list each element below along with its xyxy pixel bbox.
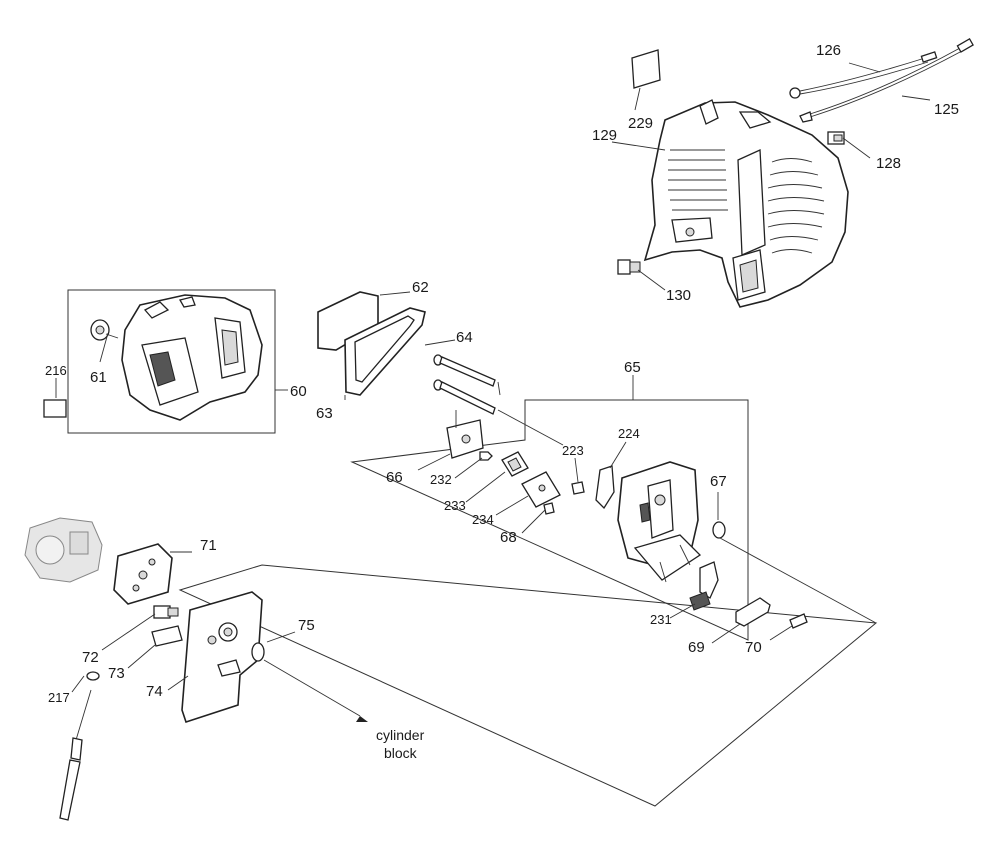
callout-66: 66 — [386, 469, 403, 486]
part-233-block — [501, 451, 529, 477]
wires — [789, 38, 974, 123]
note-line-1: cylinder — [376, 727, 425, 743]
callout-217: 217 — [48, 690, 70, 705]
callout-73: 73 — [108, 665, 125, 682]
callout-65: 65 — [624, 359, 641, 376]
part-70-screw — [789, 613, 808, 629]
part-69-pipe — [735, 597, 771, 627]
part-224-lever — [595, 465, 615, 510]
air-cleaner-assembly-frame — [350, 399, 749, 641]
callout-69: 69 — [688, 639, 705, 656]
part-64-bolts — [433, 354, 496, 415]
callout-62: 62 — [412, 279, 429, 296]
part-217-washer — [86, 671, 100, 681]
callouts: 126 125 229 129 128 130 62 64 65 61 60 6… — [45, 42, 959, 761]
air-cleaner-base — [617, 461, 702, 583]
callout-229: 229 — [628, 115, 653, 132]
arrow-head — [356, 716, 368, 722]
callout-216: 216 — [45, 363, 67, 378]
part-128-bolt — [827, 131, 845, 145]
note-line-2: block — [384, 745, 418, 761]
part-66-plate — [446, 410, 484, 459]
callout-233: 233 — [444, 498, 466, 513]
callout-232: 232 — [430, 472, 452, 487]
part-130-bolt — [617, 259, 641, 275]
part-232-screw — [479, 451, 493, 461]
air-cleaner-cover-frame — [67, 289, 276, 434]
callout-223: 223 — [562, 443, 584, 458]
callout-70: 70 — [745, 639, 762, 656]
callout-60: 60 — [290, 383, 307, 400]
part-63-filter-frame — [344, 307, 426, 396]
part-231-choke-lever — [689, 561, 719, 611]
callout-63: 63 — [316, 405, 333, 422]
part-229-shape — [631, 49, 661, 89]
callout-67: 67 — [710, 473, 727, 490]
callout-128: 128 — [876, 155, 901, 172]
carburetor-set-frame — [178, 564, 878, 807]
part-67-o-ring — [712, 521, 726, 539]
part-71-gasket — [113, 543, 173, 605]
callout-126: 126 — [816, 42, 841, 59]
part-74-insulator — [181, 591, 263, 724]
callout-71: 71 — [200, 537, 217, 554]
part-234-block — [521, 471, 561, 508]
callout-72: 72 — [82, 649, 99, 666]
callout-125: 125 — [934, 101, 959, 118]
carburetor-reference — [24, 517, 103, 583]
part-68-screw — [543, 502, 555, 515]
part-75-o-ring — [251, 642, 265, 662]
part-216-label — [43, 399, 67, 418]
part-73-clip — [151, 625, 183, 647]
part-61-knob — [90, 319, 119, 341]
callout-129: 129 — [592, 127, 617, 144]
callout-234: 234 — [472, 512, 494, 527]
callout-74: 74 — [146, 683, 163, 700]
callout-64: 64 — [456, 329, 473, 346]
callout-75: 75 — [298, 617, 315, 634]
part-223-screw — [571, 481, 585, 495]
callout-68: 68 — [500, 529, 517, 546]
throttle-cable — [59, 689, 92, 821]
callout-231: 231 — [650, 612, 672, 627]
air-cleaner-cover — [121, 294, 263, 421]
callout-224: 224 — [618, 426, 640, 441]
callout-61: 61 — [90, 369, 107, 386]
leader-lines — [55, 62, 931, 717]
engine-cover — [643, 99, 849, 308]
part-72-bolt — [153, 605, 179, 619]
callout-130: 130 — [666, 287, 691, 304]
